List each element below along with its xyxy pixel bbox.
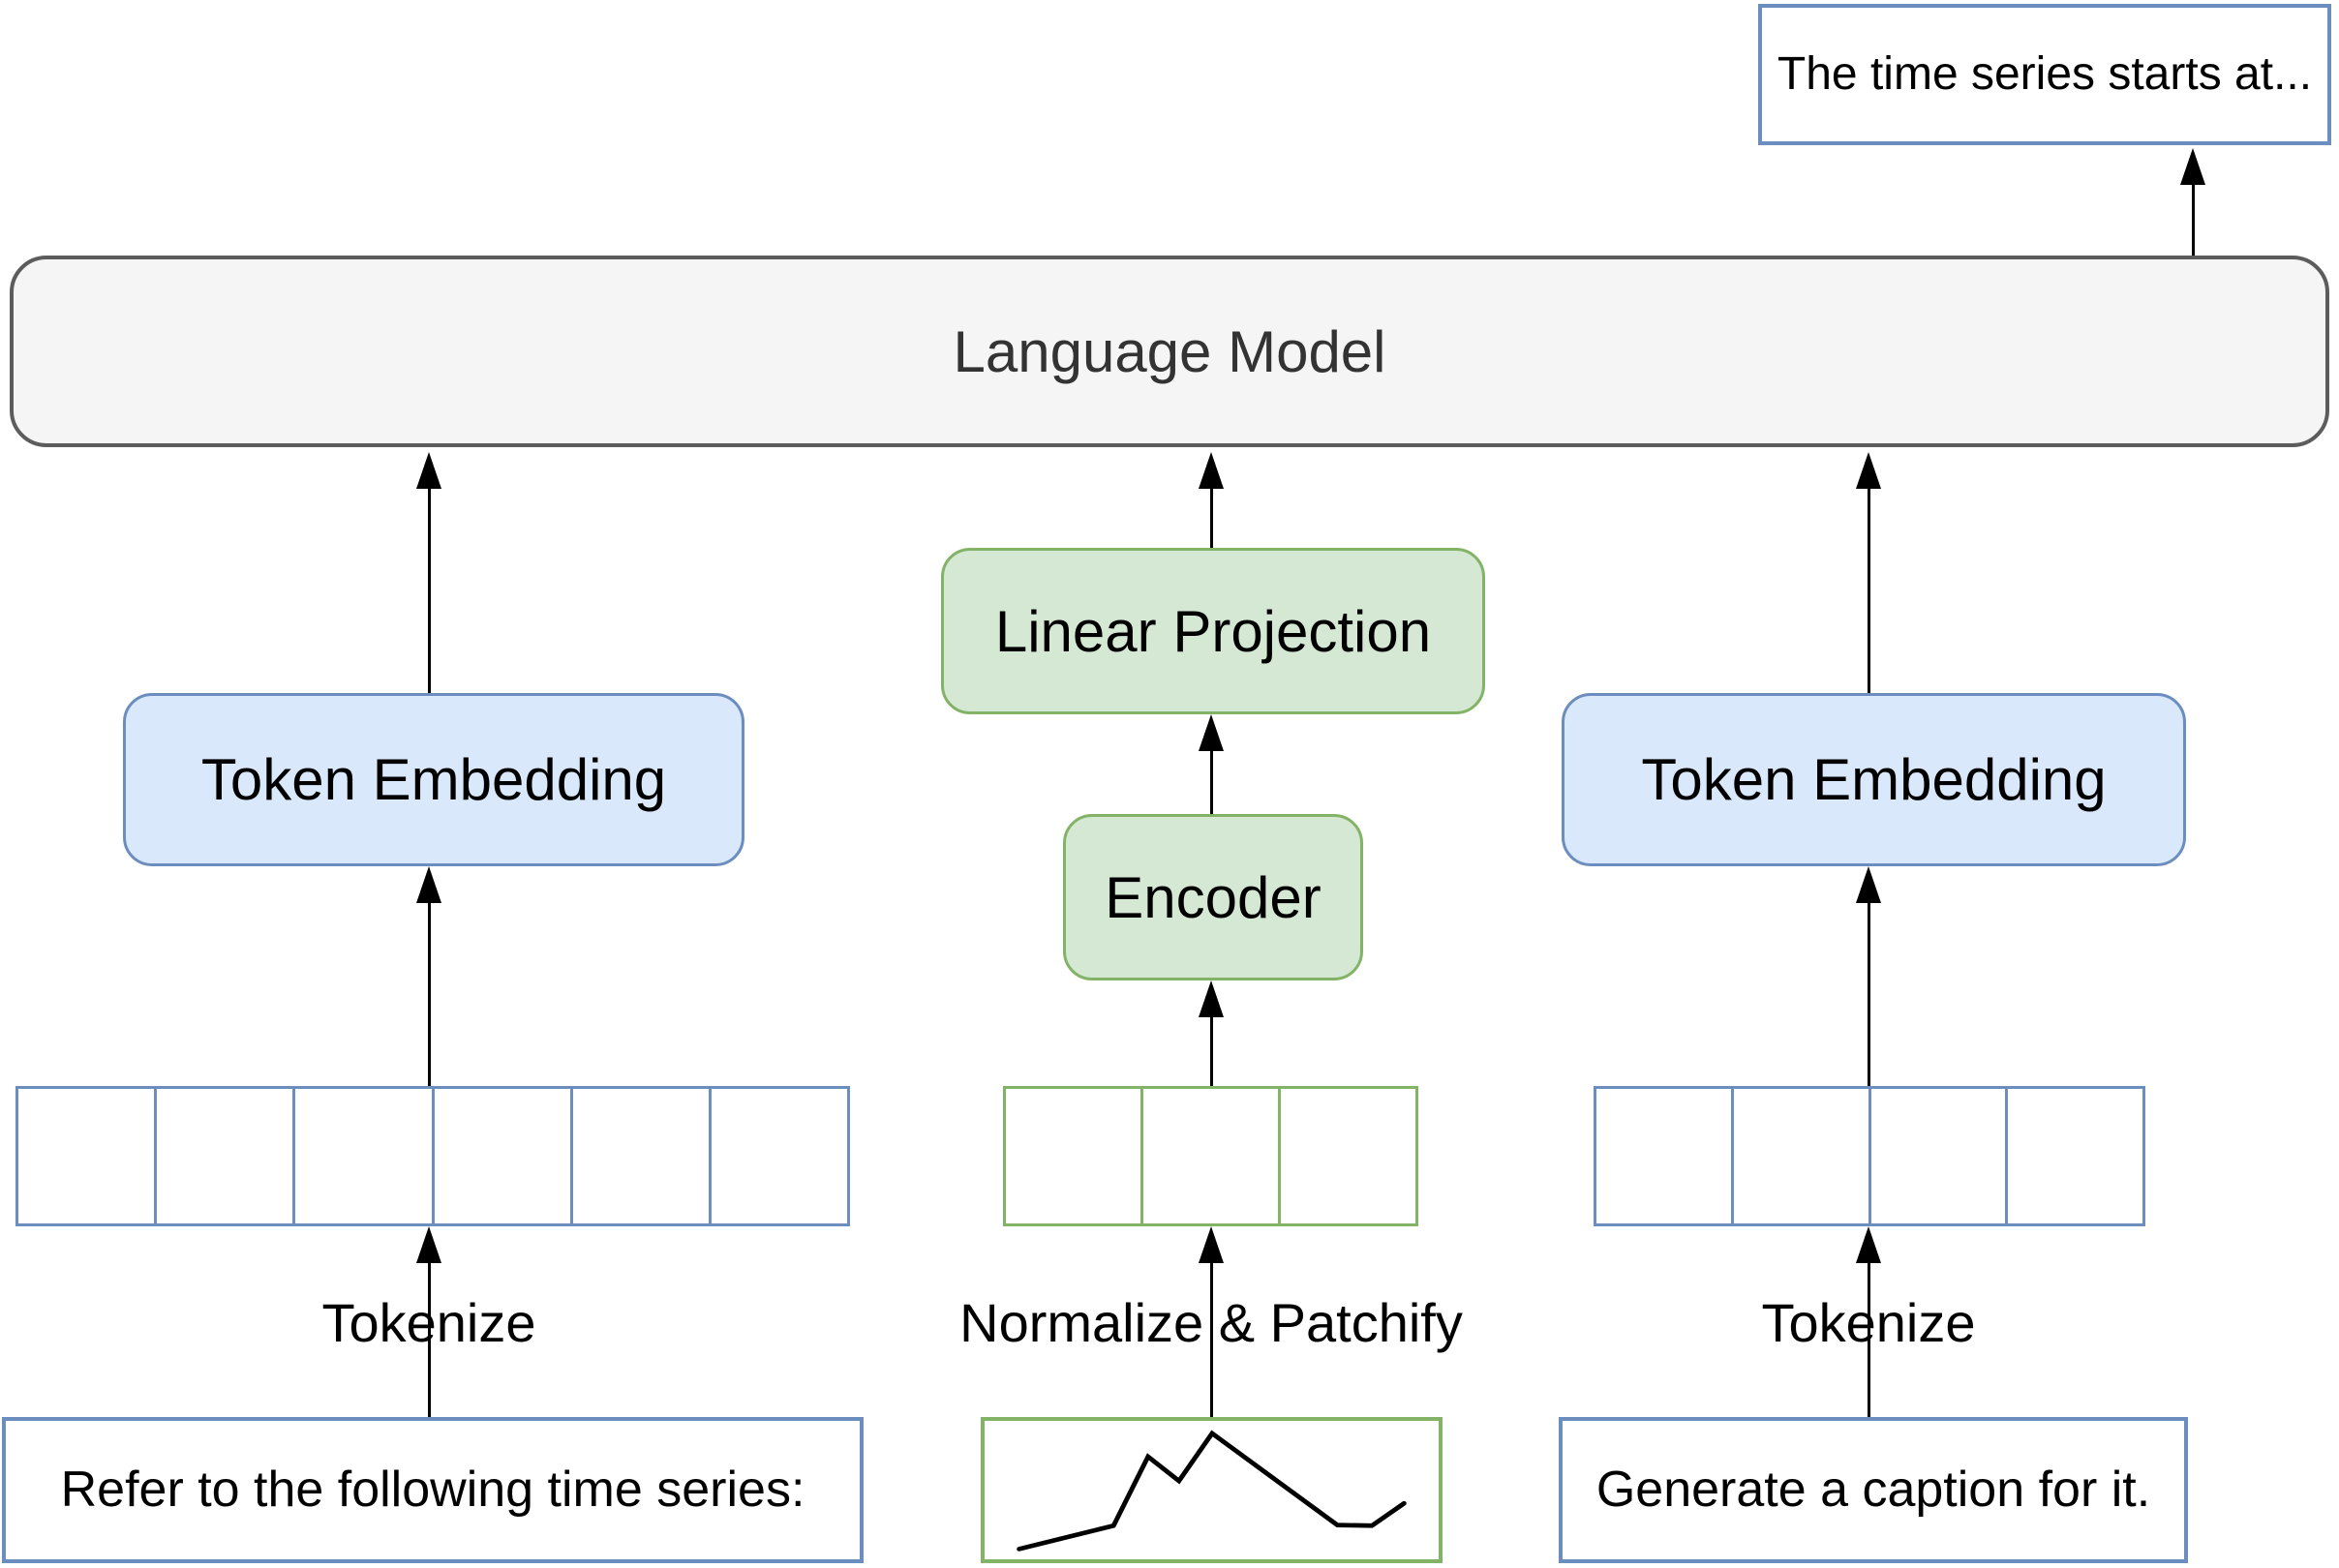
arrow-prompt-left-to-tokens (414, 1226, 443, 1417)
token-embedding-left-box: Token Embedding (123, 693, 744, 866)
token-cell (708, 1089, 847, 1223)
output-text: The time series starts at... (1777, 48, 2313, 101)
token-cell (1596, 1089, 1731, 1223)
arrow-tokens-right-to-embedding (1854, 866, 1883, 1086)
token-embedding-right-label: Token Embedding (1641, 747, 2107, 812)
prompt-box-left: Refer to the following time series: (2, 1417, 864, 1563)
token-row-right (1594, 1086, 2145, 1226)
token-cell (431, 1089, 570, 1223)
arrow-series-to-patches (1197, 1226, 1226, 1417)
arrow-prompt-right-to-tokens (1854, 1226, 1883, 1417)
token-cell (1278, 1089, 1415, 1223)
time-series-box (981, 1417, 1443, 1563)
encoder-label: Encoder (1105, 864, 1321, 930)
time-series-sparkline (1017, 1430, 1407, 1552)
linear-projection-label: Linear Projection (994, 598, 1432, 664)
arrow-encoder-to-projection (1197, 714, 1226, 814)
token-cell (569, 1089, 709, 1223)
prompt-box-right: Generate a caption for it. (1559, 1417, 2188, 1563)
language-model-label: Language Model (953, 318, 1386, 384)
token-cell (1730, 1089, 1868, 1223)
arrow-patches-to-encoder (1197, 980, 1226, 1086)
token-cell (18, 1089, 154, 1223)
token-cell (2005, 1089, 2142, 1223)
arrow-lm-to-output (2178, 148, 2207, 256)
token-cell (1140, 1089, 1278, 1223)
linear-projection-box: Linear Projection (941, 548, 1485, 714)
patch-row-middle (1003, 1086, 1418, 1226)
token-cell (154, 1089, 292, 1223)
token-cell (1868, 1089, 2006, 1223)
token-row-left (15, 1086, 850, 1226)
arrow-embedding-right-to-lm (1854, 452, 1883, 693)
token-cell (292, 1089, 431, 1223)
arrow-embedding-left-to-lm (414, 452, 443, 693)
token-embedding-left-label: Token Embedding (200, 747, 667, 812)
prompt-right-text: Generate a caption for it. (1595, 1461, 2151, 1518)
token-embedding-right-box: Token Embedding (1562, 693, 2186, 866)
language-model-box: Language Model (10, 256, 2329, 447)
prompt-left-text: Refer to the following time series: (60, 1461, 805, 1518)
arrow-tokens-left-to-embedding (414, 866, 443, 1086)
token-cell (1006, 1089, 1140, 1223)
encoder-box: Encoder (1063, 814, 1363, 980)
output-text-box: The time series starts at... (1758, 4, 2331, 145)
arrow-projection-to-lm (1197, 452, 1226, 548)
